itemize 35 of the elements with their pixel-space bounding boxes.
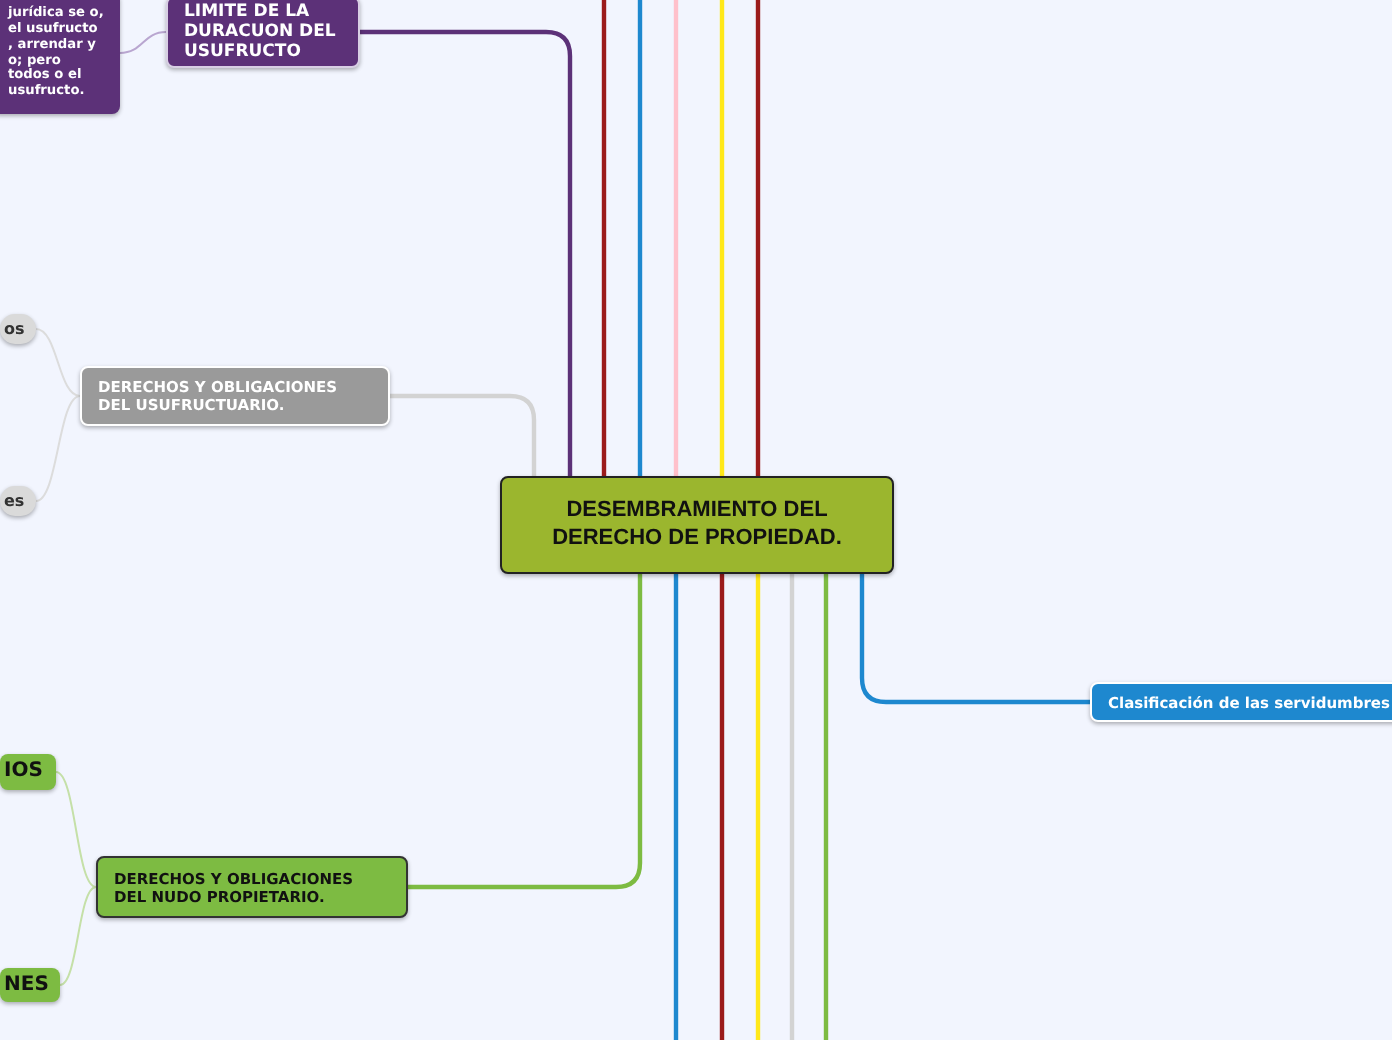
connector-line: [119, 31, 167, 54]
node-label: os: [4, 319, 25, 339]
topic-box: [1090, 682, 1392, 722]
connector-line: [859, 574, 1090, 705]
connector-line: [789, 574, 795, 1040]
node-label: es: [4, 491, 25, 511]
connector-line: [35, 395, 81, 502]
connector-line: [360, 29, 573, 476]
connector-line: [35, 328, 81, 397]
connector-line: [719, 0, 725, 476]
node-label: LIMITE DE LA DURACUON DEL USUFRUCTO: [184, 1, 338, 63]
node-label: IOS: [4, 760, 43, 784]
topic-box: [96, 856, 408, 918]
topic-box: [166, 0, 360, 68]
connector-line: [601, 0, 607, 476]
connector-line: [823, 574, 829, 1040]
central-topic: [500, 476, 894, 574]
connector-line: [59, 886, 97, 986]
node-label: DESEMBRAMIENTO DEL DERECHO DE PROPIEDAD.: [550, 498, 844, 552]
connector-line: [673, 574, 679, 1040]
connector-line: [408, 574, 643, 890]
connector-line: [55, 771, 97, 888]
subtopic-box: [0, 968, 60, 1002]
topic-box: [80, 366, 390, 426]
connector-line: [673, 0, 679, 476]
note-box: [0, 0, 120, 114]
connector-line: [637, 0, 643, 476]
node-label: NES: [4, 973, 49, 997]
connector-line: [390, 393, 537, 476]
subtopic-box: [0, 754, 56, 790]
subtopic-pill: [0, 486, 36, 516]
connector-line: [719, 574, 725, 1040]
connector-line: [755, 0, 761, 476]
subtopic-pill: [0, 314, 36, 344]
connector-line: [755, 574, 761, 1040]
